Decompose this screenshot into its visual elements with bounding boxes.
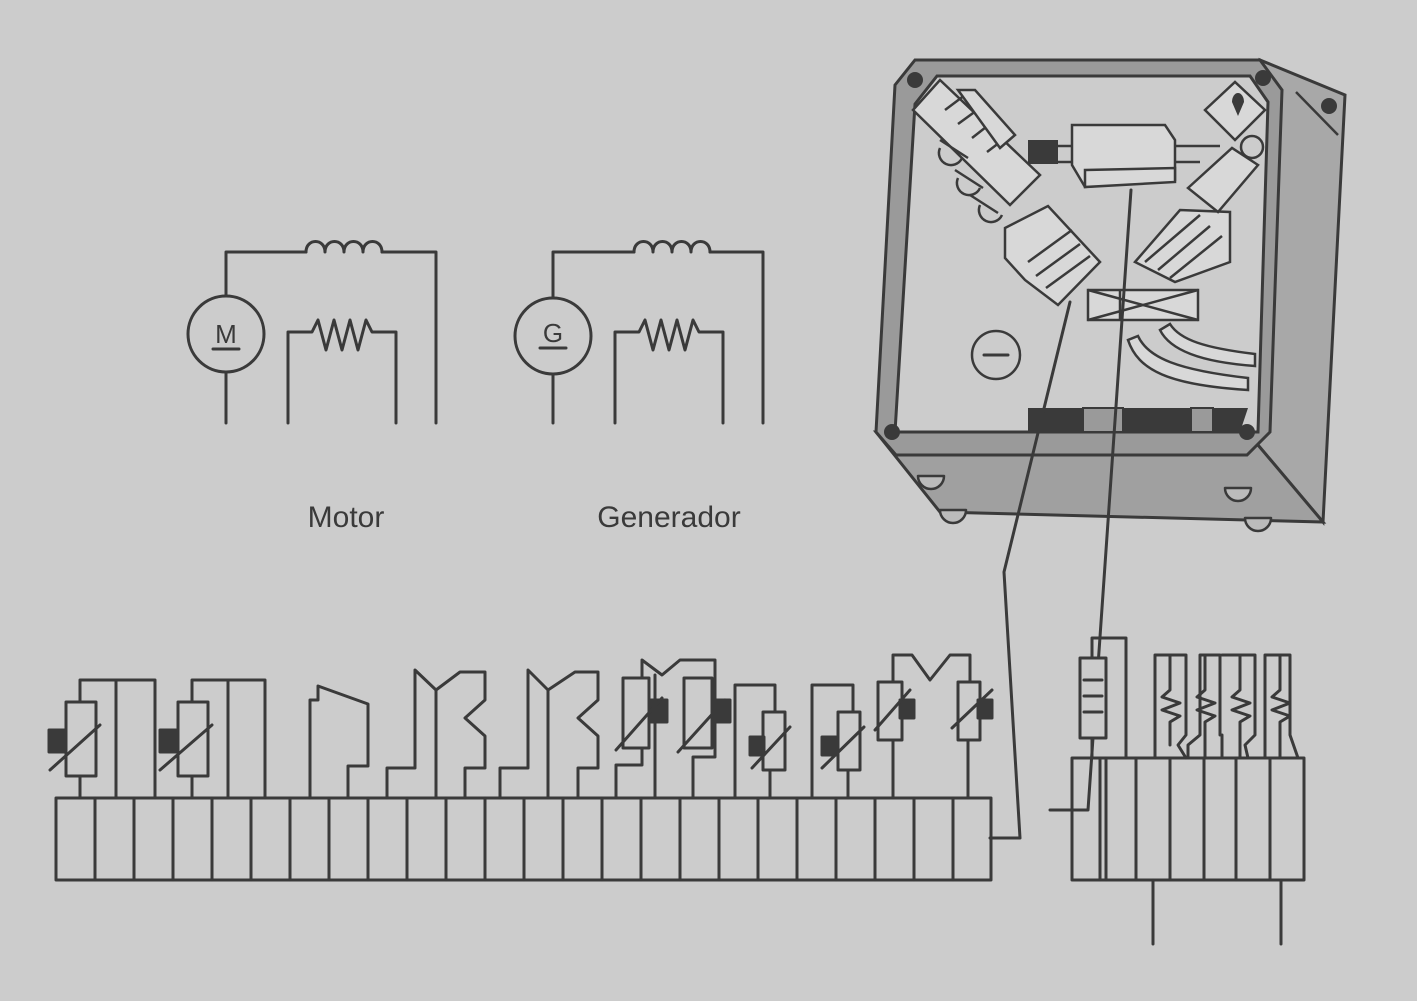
generator-symbol-circle <box>513 296 593 376</box>
generator-schematic: G Generador <box>513 240 765 534</box>
right-board-leads <box>1151 878 1283 946</box>
left-terminal-board <box>47 653 994 882</box>
generator-field-resistor <box>613 318 725 425</box>
right-terminal-board <box>1070 636 1306 946</box>
motor-symbol-circle <box>186 294 266 374</box>
left-terminal-dividers <box>93 796 955 882</box>
right-board-components <box>1078 636 1300 760</box>
generator-symbol-letter: G <box>543 318 563 348</box>
motor-schematic: M Motor <box>186 240 438 534</box>
housing-mounting-feet <box>916 474 1273 533</box>
motor-series-coil <box>304 240 384 254</box>
housing-screw-heads <box>884 70 1337 440</box>
motor-symbol-letter: M <box>215 319 237 349</box>
right-terminal-dividers <box>1098 756 1272 882</box>
housing-box <box>872 57 1347 533</box>
motor-field-resistor <box>286 318 398 425</box>
housing-internal-components <box>911 78 1267 433</box>
left-board-components <box>47 653 994 800</box>
connection-leads <box>988 188 1133 840</box>
motor-caption: Motor <box>308 501 385 534</box>
generator-series-coil <box>632 240 712 254</box>
generator-caption: Generador <box>597 501 740 534</box>
